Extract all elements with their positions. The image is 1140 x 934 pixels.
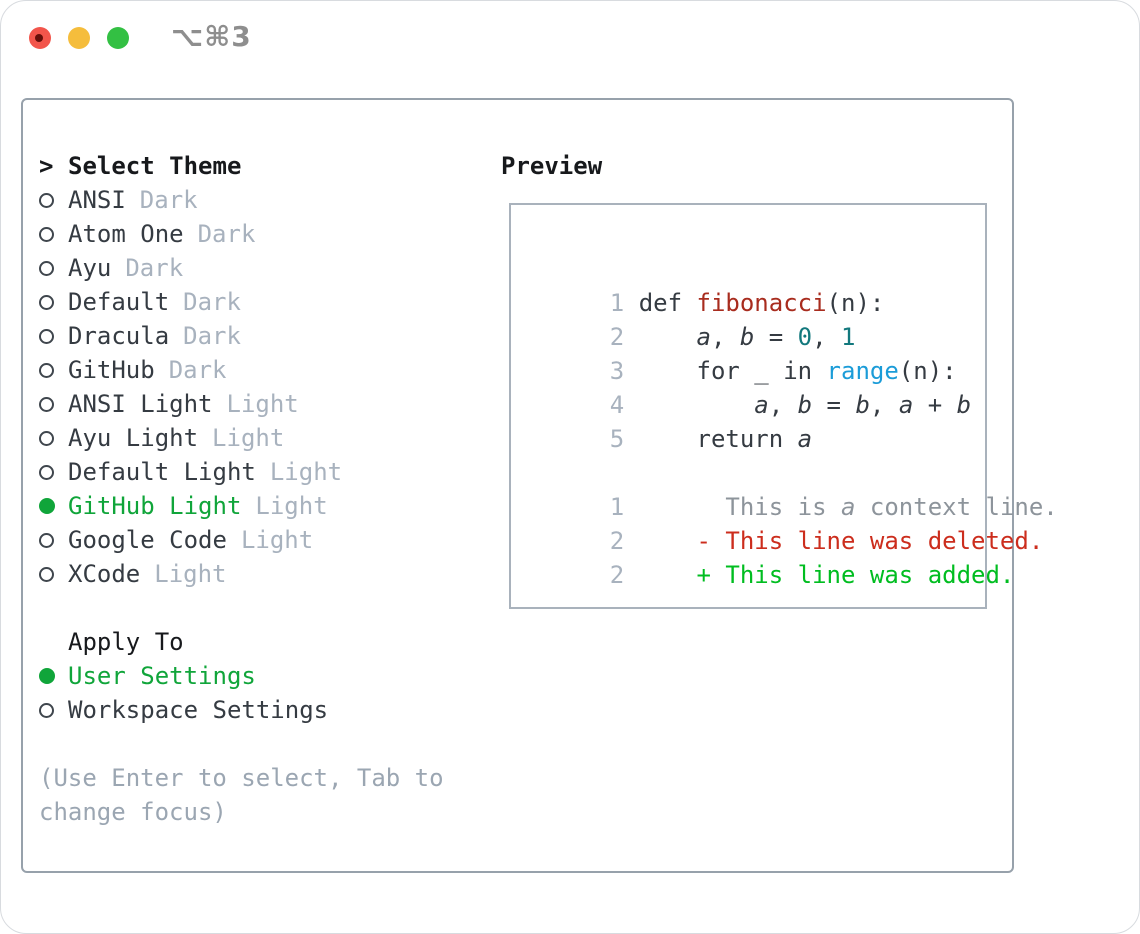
theme-option-ansi-light[interactable]: ANSI Light Light [39, 387, 444, 421]
theme-name: ANSI Light [68, 390, 213, 418]
theme-variant: Dark [125, 254, 184, 282]
theme-option-google-code-light[interactable]: Google Code Light [39, 523, 444, 557]
theme-variant: Light [212, 424, 285, 452]
theme-option-ayu-light[interactable]: Ayu Light Light [39, 421, 444, 455]
line-number: 2 [609, 527, 625, 555]
line-number: 2 [609, 323, 625, 351]
preview-heading: Preview [501, 152, 603, 180]
hint-line-2: change focus) [39, 798, 227, 826]
radio-selected-icon [39, 668, 68, 684]
theme-variant: Dark [183, 322, 241, 350]
radio-unselected-icon [39, 328, 68, 344]
theme-name: Dracula [68, 322, 170, 350]
apply-option-workspace-settings[interactable]: Workspace Settings [39, 693, 444, 727]
theme-option-github-light[interactable]: GitHub Light Light [39, 489, 444, 523]
theme-option-xcode-light[interactable]: XCode Light [39, 557, 444, 591]
radio-unselected-icon [39, 430, 68, 446]
theme-option-github-dark[interactable]: GitHub Dark [39, 353, 444, 387]
hint-line-1: (Use Enter to select, Tab to [39, 764, 444, 792]
theme-option-default-light[interactable]: Default Light Light [39, 455, 444, 489]
select-theme-label: Select Theme [68, 152, 242, 180]
code-line: 2 a, b = 0, 1 [523, 286, 985, 351]
close-button[interactable] [29, 27, 51, 49]
radio-unselected-icon [39, 702, 68, 718]
radio-unselected-icon [39, 362, 68, 378]
theme-option-atom-one-dark[interactable]: Atom One Dark [39, 217, 444, 251]
window-title: ⌥⌘3 [171, 20, 252, 53]
theme-variant: Light [154, 560, 227, 588]
radio-unselected-icon [39, 294, 68, 310]
apply-to-heading: Apply To [39, 625, 444, 659]
theme-variant: Light [240, 526, 314, 554]
theme-name: Default Light [68, 458, 256, 486]
minimize-button[interactable] [68, 27, 90, 49]
theme-name: Google Code [68, 526, 227, 554]
theme-variant: Light [269, 458, 343, 486]
theme-variant: Dark [183, 288, 241, 316]
apply-option-name: Workspace Settings [68, 696, 329, 724]
diff-added-line: 2 + This line was added. [523, 524, 1015, 589]
theme-name: Default [68, 288, 170, 316]
theme-option-ansi-dark[interactable]: ANSI Dark [39, 183, 444, 217]
code-line: 3 for _ in range(n): [523, 320, 985, 385]
theme-name: GitHub Light [68, 492, 242, 520]
theme-name: Ayu Light [68, 424, 199, 452]
line-number: 4 [609, 391, 625, 419]
radio-unselected-icon [39, 396, 68, 412]
theme-option-dracula-dark[interactable]: Dracula Dark [39, 319, 444, 353]
theme-option-default-dark[interactable]: Default Dark [39, 285, 444, 319]
theme-variant: Light [255, 492, 328, 520]
apply-to-label: Apply To [68, 628, 184, 656]
radio-unselected-icon [39, 464, 68, 480]
radio-selected-icon [39, 498, 68, 514]
apply-option-name: User Settings [68, 662, 256, 690]
line-number: 2 [609, 561, 625, 589]
keyboard-hint: (Use Enter to select, Tab to change focu… [39, 761, 444, 829]
theme-name: Atom One [68, 220, 184, 248]
theme-name: XCode [68, 560, 141, 588]
theme-name: ANSI [68, 186, 126, 214]
line-number: 3 [609, 357, 625, 385]
theme-name: Ayu [68, 254, 112, 282]
theme-option-ayu-dark[interactable]: Ayu Dark [39, 251, 444, 285]
theme-variant: Light [226, 390, 299, 418]
line-number: 5 [609, 425, 625, 453]
cursor-prompt-icon: > [39, 152, 54, 180]
theme-variant: Dark [168, 356, 227, 384]
theme-name: GitHub [68, 356, 155, 384]
line-number: 1 [609, 493, 625, 521]
theme-variant: Dark [139, 186, 198, 214]
diff-context-line: 1 This is a context line. [523, 456, 1058, 521]
radio-unselected-icon [39, 260, 68, 276]
close-dot-icon [35, 34, 43, 42]
radio-unselected-icon [39, 566, 68, 582]
line-number: 1 [609, 289, 625, 317]
zoom-button[interactable] [107, 27, 129, 49]
radio-unselected-icon [39, 532, 68, 548]
code-line: 5 return a [523, 388, 985, 453]
theme-variant: Dark [197, 220, 256, 248]
apply-option-user-settings[interactable]: User Settings [39, 659, 444, 693]
select-theme-heading: > Select Theme [39, 149, 444, 183]
code-line: 4 a, b = b, a + b [523, 354, 985, 419]
radio-unselected-icon [39, 226, 68, 242]
diff-deleted-line: 2 - This line was deleted. [523, 490, 1044, 555]
radio-unselected-icon [39, 192, 68, 208]
theme-list: > Select Theme ANSI Dark Atom One Dark A… [39, 149, 444, 829]
